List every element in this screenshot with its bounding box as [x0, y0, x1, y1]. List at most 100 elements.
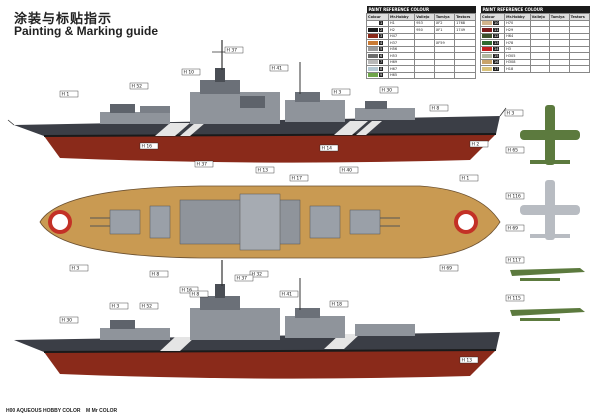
- paint-table-cell: H67: [388, 65, 416, 73]
- aircraft-bottom-view: [520, 180, 580, 240]
- paint-swatch-cell: 16: [479, 58, 506, 66]
- paint-table-cell: [433, 71, 456, 79]
- paint-table-1-title: PAINT REFERENCE COLOUR: [366, 6, 476, 14]
- bow-marking: [454, 210, 478, 234]
- svg-text:H 3: H 3: [72, 265, 80, 271]
- svg-text:H 3: H 3: [112, 303, 120, 309]
- svg-text:H 16: H 16: [142, 143, 153, 149]
- callout-bottom-ship: H 8: [189, 290, 209, 297]
- svg-text:H 30: H 30: [382, 87, 393, 93]
- callout-aircraft: H 69: [505, 224, 525, 231]
- callout-deck: H 32: [249, 270, 269, 277]
- aircraft-side-view-1: [510, 268, 585, 281]
- svg-text:H 37: H 37: [227, 47, 238, 53]
- svg-text:H 1: H 1: [62, 91, 70, 97]
- callout-bottom-ship: H 16: [179, 286, 199, 293]
- callout-deck: H 37: [194, 160, 214, 167]
- footer-right: M Mr COLOR: [86, 408, 118, 414]
- paint-code: 6: [379, 53, 384, 58]
- svg-text:H 14: H 14: [322, 145, 333, 151]
- paint-swatch: [368, 21, 378, 26]
- callout-bottom-ship: H 30: [59, 316, 79, 323]
- paint-swatch: [482, 60, 492, 65]
- callout-top-ship: H 3: [331, 88, 351, 95]
- paint-swatch: [482, 27, 492, 32]
- callout-deck: H 1: [459, 174, 479, 181]
- paint-table-cell: H65: [388, 71, 416, 79]
- callout-aircraft: H 65: [505, 146, 525, 153]
- top-hull-lower: [44, 134, 496, 163]
- callout-bottom-ship: H 3: [109, 302, 129, 309]
- svg-text:H 30: H 30: [62, 317, 73, 323]
- page-title-en: Painting & Marking guide: [14, 24, 159, 38]
- paint-code: 8: [379, 66, 384, 71]
- svg-text:H 16: H 16: [182, 287, 193, 293]
- paint-swatch-cell: 17: [479, 65, 506, 73]
- callout-bottom-ship: H 37: [234, 274, 254, 281]
- paint-swatch: [368, 53, 378, 58]
- paint-swatch: [368, 27, 378, 32]
- paint-table-cell: H69: [388, 58, 416, 66]
- svg-text:H 115: H 115: [508, 295, 522, 301]
- bottom-hull-upper: [14, 332, 500, 352]
- deck-plan: [39, 185, 501, 259]
- paint-table-cell: [568, 65, 591, 73]
- paint-swatch: [368, 34, 378, 39]
- callout-deck: H 17: [289, 174, 309, 181]
- paint-code: 16: [493, 60, 500, 65]
- paint-swatch: [368, 60, 378, 65]
- callout-bottom-ship: H 18: [329, 300, 349, 307]
- paint-table-row: 8 H67: [365, 65, 476, 73]
- paint-code: 3: [379, 34, 384, 39]
- svg-text:H 116: H 116: [508, 193, 522, 199]
- svg-text:H 65: H 65: [508, 147, 519, 153]
- paint-swatch: [482, 47, 492, 52]
- svg-text:H 18: H 18: [332, 301, 343, 307]
- paint-swatch: [368, 73, 378, 78]
- callout-aircraft: H 3: [504, 109, 524, 116]
- paint-swatch: [482, 21, 492, 26]
- paint-table-cell: [529, 65, 550, 73]
- callout-top-ship: H 14: [319, 144, 339, 151]
- callout-aircraft: H 115: [505, 294, 525, 301]
- callout-aircraft: H 116: [505, 192, 525, 199]
- paint-code: 10: [493, 21, 500, 26]
- svg-text:H 2: H 2: [472, 141, 480, 147]
- svg-text:H 17: H 17: [292, 175, 303, 181]
- svg-text:H 117: H 117: [508, 257, 522, 263]
- paint-code: 5: [379, 47, 384, 52]
- paint-code: 14: [493, 47, 500, 52]
- svg-text:H 69: H 69: [508, 225, 519, 231]
- callout-deck: H 8: [149, 270, 169, 277]
- bottom-hull-lower: [44, 350, 496, 379]
- svg-text:H 69: H 69: [442, 265, 453, 271]
- callout-top-ship: H 41: [269, 64, 289, 71]
- callout-deck: H 40: [339, 166, 359, 173]
- callout-top-ship: H 52: [129, 82, 149, 89]
- paint-code: 15: [493, 53, 500, 58]
- paint-code: 13: [493, 40, 500, 45]
- paint-table-cell: [454, 71, 476, 79]
- paint-table-cell: [529, 58, 550, 66]
- paint-swatch: [482, 34, 492, 39]
- top-hull-upper: [14, 116, 500, 136]
- callout-bottom-ship: H 52: [139, 302, 159, 309]
- paint-code: 2: [379, 27, 384, 32]
- svg-text:H 37: H 37: [237, 275, 248, 281]
- callout-deck: H 3: [69, 264, 89, 271]
- callout-top-ship: H 37: [224, 46, 244, 53]
- svg-text:H 52: H 52: [132, 83, 143, 89]
- svg-text:H 13: H 13: [462, 357, 473, 363]
- bottom-ship-profile: [14, 260, 500, 379]
- paint-table-cell: [454, 65, 476, 73]
- paint-code: 4: [379, 40, 384, 45]
- callout-aircraft: H 117: [505, 256, 525, 263]
